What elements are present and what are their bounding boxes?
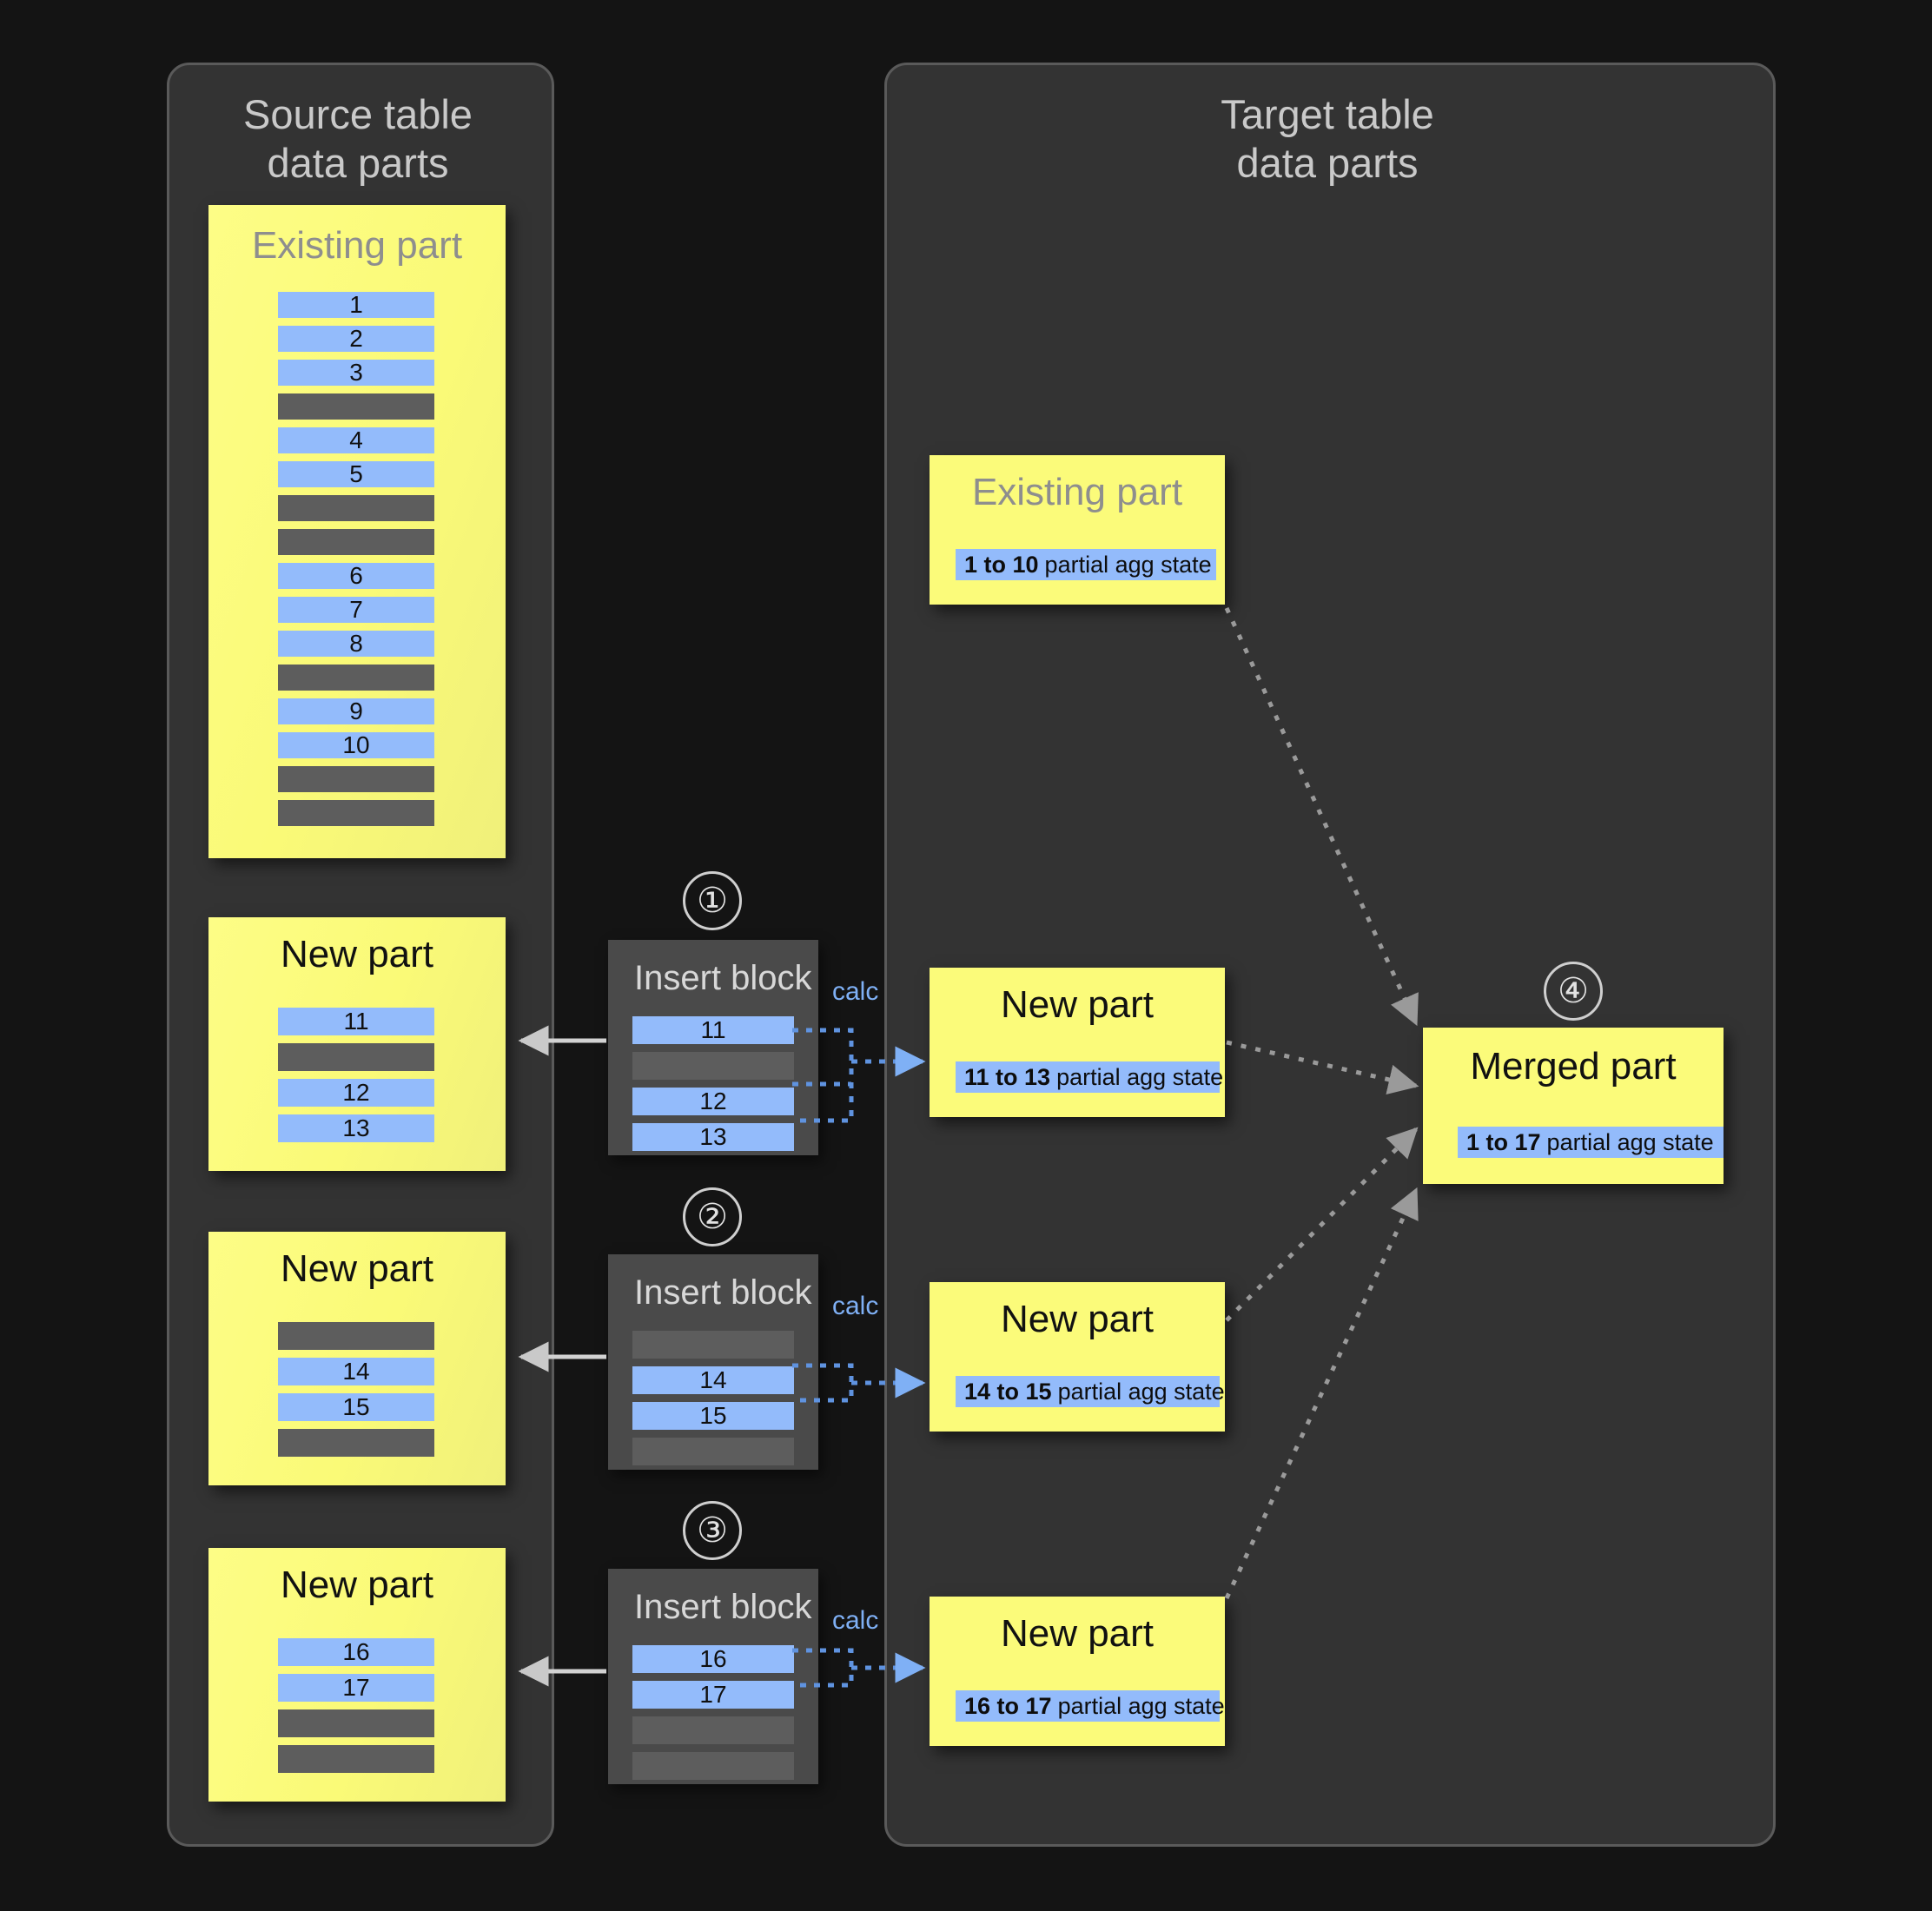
new-part-source-3: New part 16 17: [208, 1548, 506, 1802]
new-part-target-2-agg: 14 to 15 partial agg state: [956, 1376, 1225, 1407]
existing-part-target-label: Existing part: [971, 471, 1183, 513]
insert-block-2-title: Insert block: [634, 1273, 812, 1312]
data-row: 3: [278, 359, 434, 386]
data-row: 14: [632, 1366, 794, 1394]
agg-range: 1 to 17: [1466, 1128, 1541, 1155]
data-row: 16: [278, 1638, 434, 1666]
new-part-source-2-label: New part: [280, 1247, 434, 1290]
data-row-empty: [278, 800, 434, 826]
data-row: 4: [278, 427, 434, 453]
insert-block-3: Insert block 16 17: [608, 1569, 818, 1784]
data-row-empty: [632, 1052, 794, 1080]
step-2-badge: ②: [683, 1187, 742, 1246]
data-row-empty: [278, 766, 434, 792]
data-row: 10: [278, 731, 434, 758]
agg-text: partial agg state: [1056, 1063, 1224, 1090]
new-part-target-1-agg: 11 to 13 partial agg state: [956, 1061, 1224, 1093]
existing-part-target: Existing part 1 to 10 partial agg state: [930, 455, 1225, 605]
insert-block-1-title: Insert block: [634, 959, 812, 997]
merged-part-agg: 1 to 17 partial agg state: [1458, 1127, 1724, 1158]
agg-text: partial agg state: [1044, 551, 1212, 578]
new-part-source-1: New part 11 12 13: [208, 917, 506, 1171]
new-part-target-2-label: New part: [1000, 1298, 1155, 1340]
insert-block-1: Insert block 11 12 13: [608, 940, 818, 1155]
data-row: 16: [632, 1645, 794, 1673]
data-row-empty: [632, 1752, 794, 1780]
agg-range: 1 to 10: [964, 551, 1039, 578]
step-1-badge: ①: [683, 871, 742, 930]
data-row: 17: [632, 1681, 794, 1709]
data-row: 15: [278, 1393, 434, 1421]
target-table-title: Target table data parts: [1221, 91, 1434, 187]
data-row-empty: [632, 1716, 794, 1744]
data-row: 12: [278, 1079, 434, 1107]
data-row-empty: [278, 1043, 434, 1071]
data-row: 8: [278, 630, 434, 657]
data-row-empty: [278, 1322, 434, 1350]
data-row-empty: [278, 1429, 434, 1457]
data-row: 1: [278, 291, 434, 318]
data-row-empty: [632, 1331, 794, 1359]
merged-part-label: Merged part: [1470, 1045, 1677, 1088]
new-part-target-3-agg: 16 to 17 partial agg state: [956, 1690, 1225, 1722]
new-part-source-1-label: New part: [280, 933, 434, 975]
insert-block-2: Insert block 14 15: [608, 1254, 818, 1470]
merged-part: Merged part 1 to 17 partial agg state: [1423, 1028, 1724, 1184]
agg-range: 11 to 13: [964, 1063, 1051, 1090]
target-table-panel: [884, 63, 1776, 1847]
existing-part-source: Existing part 1 2 3 4 5 6 7 8 9 10: [208, 205, 506, 858]
agg-text: partial agg state: [1057, 1378, 1225, 1405]
new-part-target-2: New part 14 to 15 partial agg state: [930, 1282, 1225, 1432]
data-row: 17: [278, 1674, 434, 1702]
data-row: 14: [278, 1358, 434, 1385]
existing-part-source-label: Existing part: [251, 224, 463, 267]
calc-label-2: calc: [832, 1292, 879, 1320]
source-table-title: Source table data parts: [243, 91, 473, 187]
new-part-target-1-label: New part: [1000, 983, 1155, 1026]
data-row-empty: [632, 1438, 794, 1465]
step-3-badge: ③: [683, 1501, 742, 1560]
step-4-badge: ④: [1544, 962, 1603, 1021]
data-row: 13: [278, 1114, 434, 1142]
insert-block-3-title: Insert block: [634, 1588, 812, 1626]
data-row-empty: [278, 1709, 434, 1737]
new-part-source-3-label: New part: [280, 1564, 434, 1606]
data-row: 6: [278, 562, 434, 589]
agg-text: partial agg state: [1546, 1128, 1714, 1155]
data-row: 2: [278, 325, 434, 352]
calc-label-1: calc: [832, 977, 879, 1006]
existing-part-target-agg: 1 to 10 partial agg state: [956, 549, 1216, 580]
data-row-empty: [278, 1745, 434, 1773]
data-row: 13: [632, 1123, 794, 1151]
data-row: 15: [632, 1402, 794, 1430]
data-row: 11: [632, 1016, 794, 1044]
new-part-target-3-label: New part: [1000, 1612, 1155, 1655]
agg-range: 16 to 17: [964, 1692, 1052, 1719]
new-part-target-1: New part 11 to 13 partial agg state: [930, 968, 1225, 1117]
new-part-source-2: New part 14 15: [208, 1232, 506, 1485]
data-row: 5: [278, 460, 434, 487]
data-row: 11: [278, 1008, 434, 1035]
data-row-empty: [278, 665, 434, 691]
new-part-target-3: New part 16 to 17 partial agg state: [930, 1597, 1225, 1746]
data-row-empty: [278, 495, 434, 521]
agg-range: 14 to 15: [964, 1378, 1052, 1405]
data-row-empty: [278, 393, 434, 420]
data-row: 7: [278, 596, 434, 623]
data-row-empty: [278, 529, 434, 555]
agg-text: partial agg state: [1057, 1692, 1225, 1719]
data-row: 12: [632, 1088, 794, 1115]
data-row: 9: [278, 698, 434, 724]
calc-label-3: calc: [832, 1606, 879, 1635]
